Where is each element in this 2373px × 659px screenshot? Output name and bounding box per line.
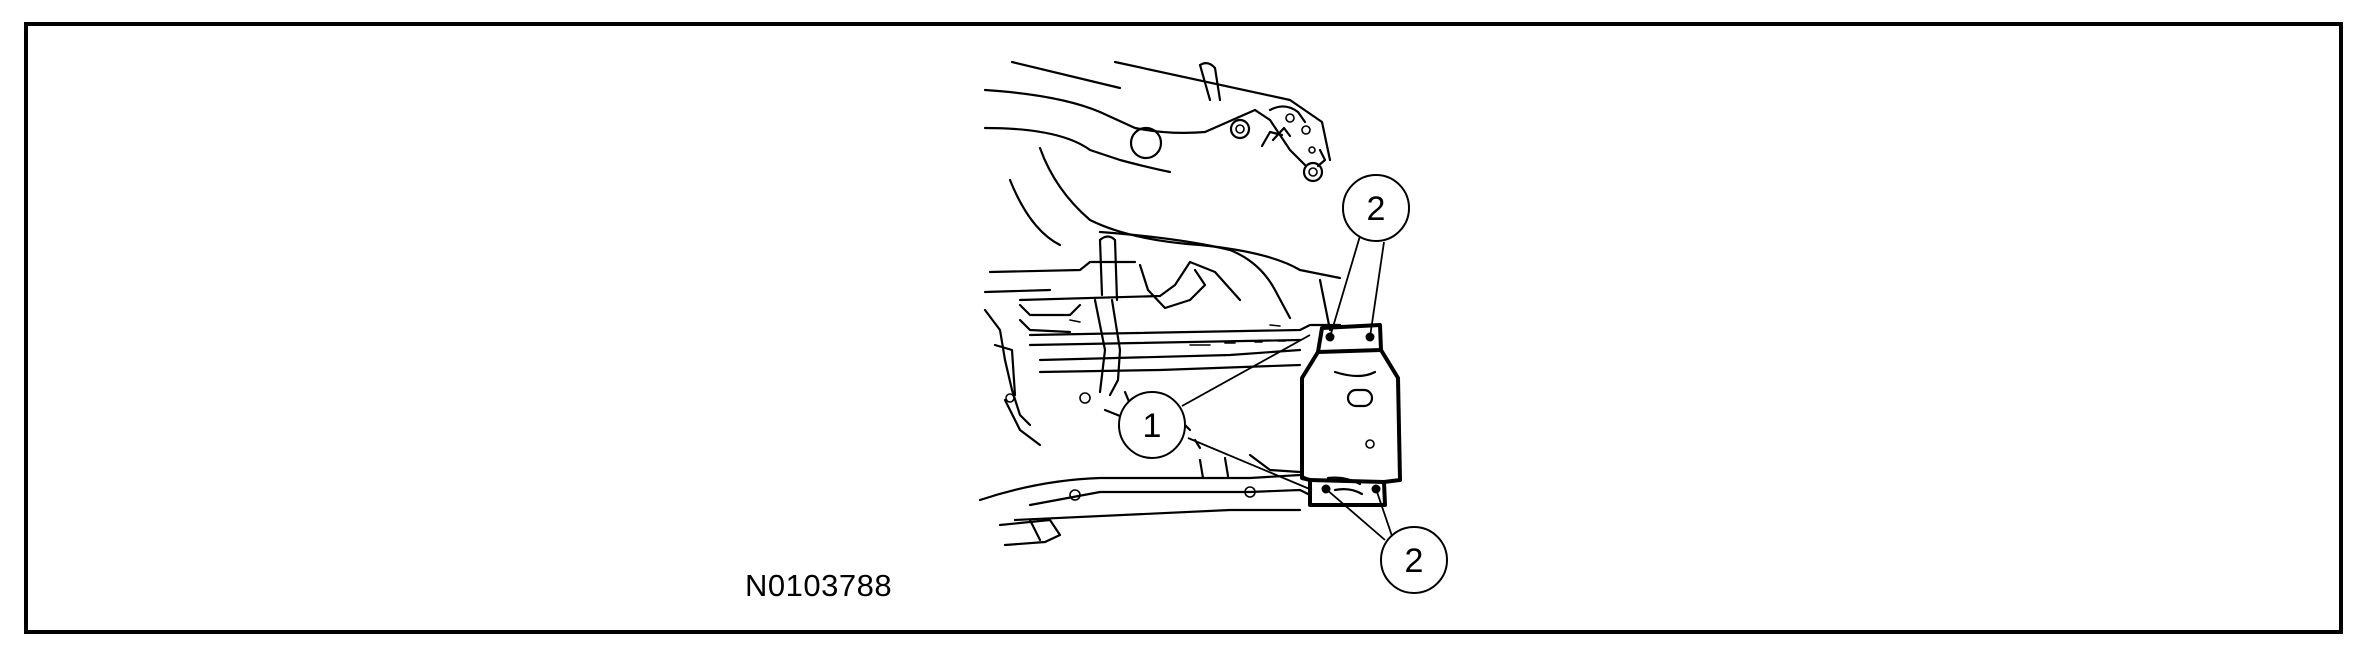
mounting-bracket: [1300, 323, 1402, 507]
figure-id-label: N0103788: [745, 568, 893, 603]
callout-2-lower: 2: [1380, 526, 1448, 594]
figure-frame: [24, 22, 2343, 634]
bolt-heads: [1321, 332, 1381, 494]
callout-2-upper: 2: [1342, 174, 1410, 242]
callout-1-label: 1: [1143, 407, 1162, 445]
callout-2-upper-label: 2: [1367, 190, 1386, 228]
callout-2-lower-label: 2: [1405, 542, 1424, 580]
callout-1: 1: [1118, 391, 1186, 459]
vehicle-structure-linework: [978, 60, 1342, 547]
callout-leader-lines: [1181, 235, 1393, 541]
